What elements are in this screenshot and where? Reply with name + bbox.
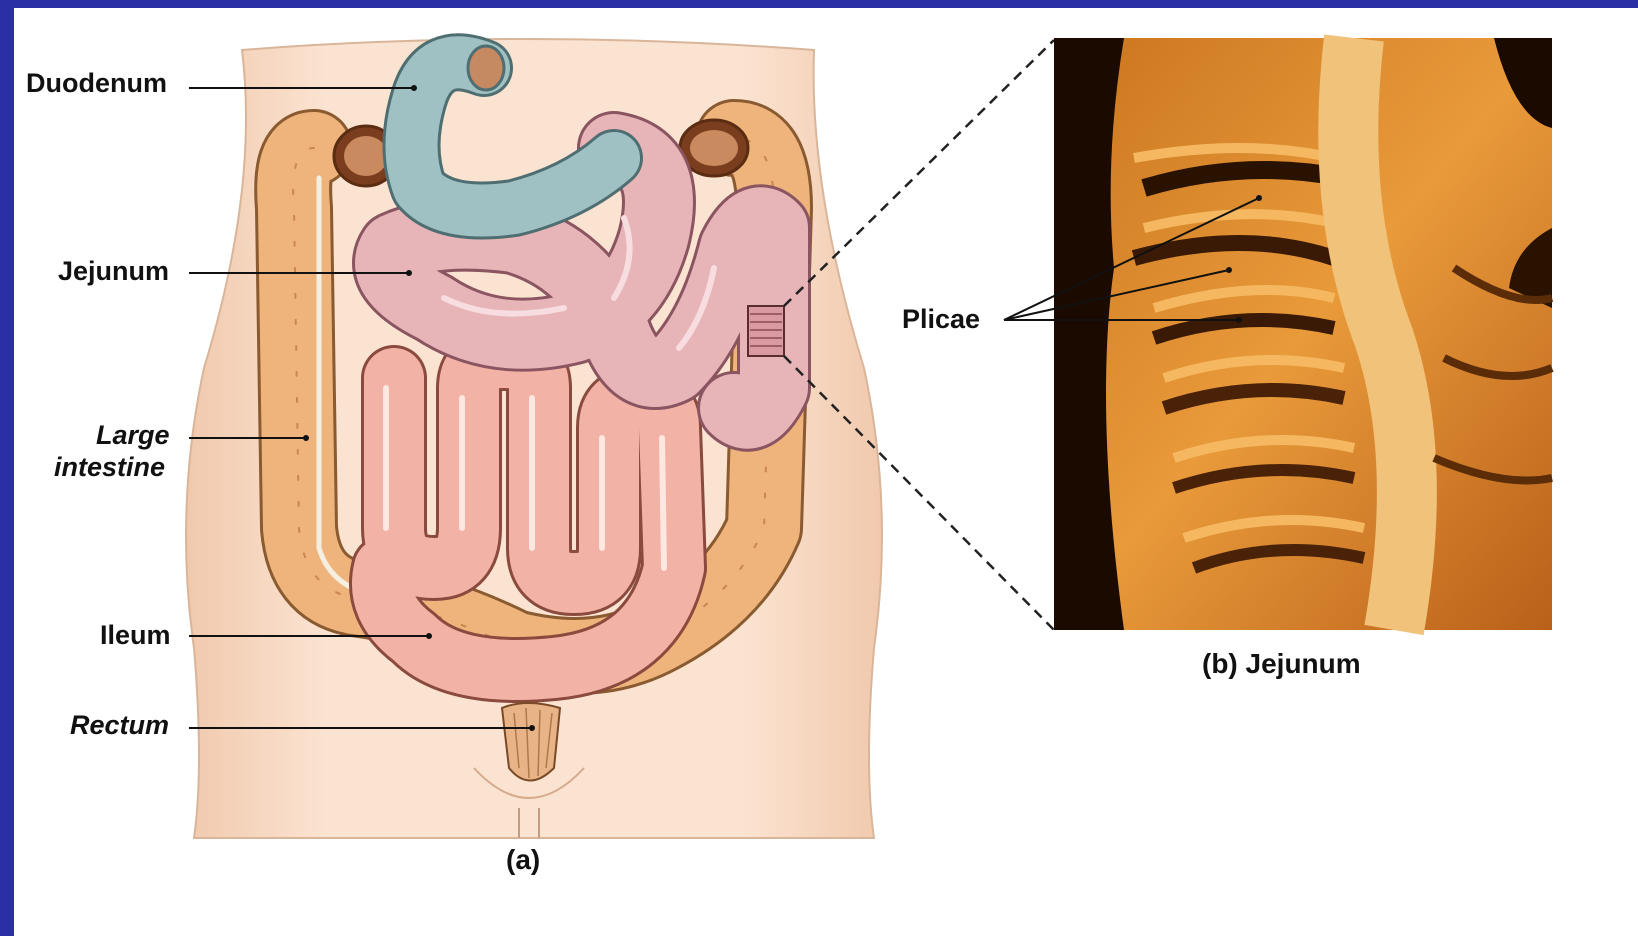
intestine-illustration [14, 8, 1638, 936]
label-jejunum: Jejunum [58, 256, 169, 287]
label-ileum: Ileum [100, 620, 171, 651]
label-large-intestine-line2: intestine [54, 452, 165, 483]
caption-a: (a) [506, 844, 540, 876]
slide-canvas: Duodenum Jejunum Large intestine Ileum R… [14, 8, 1638, 936]
label-rectum: Rectum [70, 710, 169, 741]
label-large-intestine-line1: Large [96, 420, 170, 451]
jejunum-photo [1054, 38, 1552, 630]
label-plicae: Plicae [902, 304, 980, 335]
caption-b: (b) Jejunum [1202, 648, 1361, 680]
label-duodenum: Duodenum [26, 68, 167, 99]
zoom-line-top [784, 40, 1054, 306]
